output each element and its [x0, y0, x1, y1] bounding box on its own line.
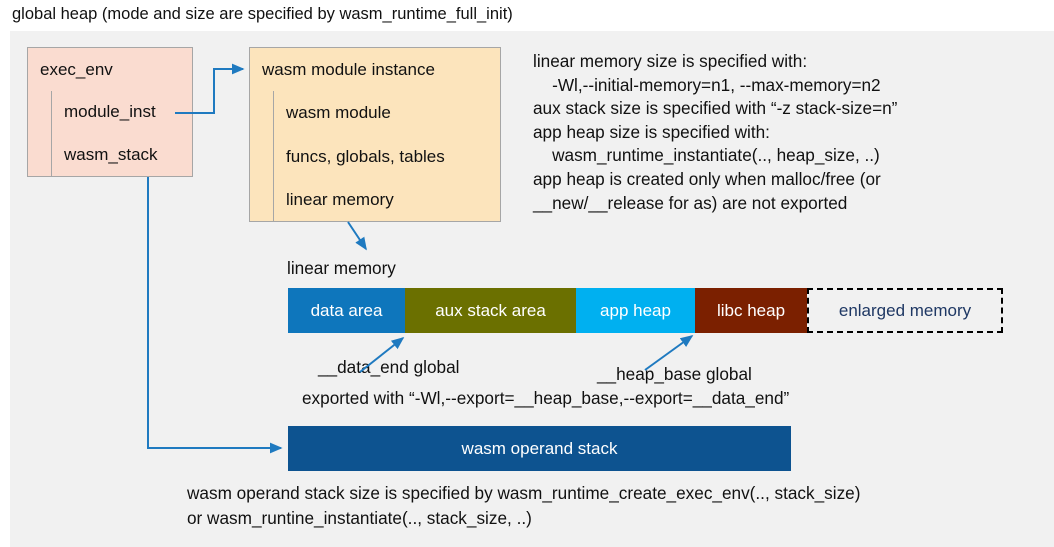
- module-instance-header-label: wasm module instance: [262, 59, 435, 79]
- linear-memory-bar-title: linear memory: [287, 258, 396, 278]
- memory-segment-enlarged-memory: enlarged memory: [807, 288, 1003, 333]
- wasm-operand-stack-label: wasm operand stack: [461, 438, 618, 458]
- linear-memory-cell-label: linear memory: [286, 190, 394, 209]
- page-title: global heap (mode and size are specified…: [12, 5, 513, 23]
- module-instance-indent-column: [249, 91, 274, 222]
- wasm-stack-label: wasm_stack: [64, 144, 158, 164]
- funcs-globals-tables-label: funcs, globals, tables: [286, 147, 445, 166]
- module-inst-label: module_inst: [64, 102, 156, 121]
- operand-stack-notes: wasm operand stack size is specified by …: [187, 483, 861, 528]
- memory-segment-app-heap: app heap: [576, 288, 695, 333]
- module-instance-header-box: wasm module instance: [249, 47, 501, 92]
- memory-segment-libc-heap: libc heap: [695, 288, 807, 333]
- heap-base-global-label: __heap_base global: [597, 364, 752, 384]
- module-instance-row-wasm-module: wasm module: [273, 91, 501, 136]
- module-instance-row-linear-memory: linear memory: [273, 179, 501, 222]
- exec-env-row-wasm-stack: wasm_stack: [51, 133, 193, 177]
- data-end-global-label: __data_end global: [318, 357, 460, 377]
- exec-env-indent-column: [27, 91, 52, 177]
- memory-segment-data-area: data area: [288, 288, 405, 333]
- wasm-operand-stack-bar: wasm operand stack: [288, 426, 791, 471]
- wasm-module-label: wasm module: [286, 103, 391, 122]
- exec-env-header-box: exec_env: [27, 47, 193, 92]
- memory-sizing-notes: linear memory size is specified with: -W…: [533, 51, 898, 213]
- module-instance-row-funcs-globals-tables: funcs, globals, tables: [273, 135, 501, 180]
- exec-env-header-label: exec_env: [40, 59, 113, 79]
- memory-segment-aux-stack-area: aux stack area: [405, 288, 576, 333]
- exported-with-label: exported with “-Wl,--export=__heap_base,…: [302, 388, 790, 408]
- exec-env-row-module-inst: module_inst: [51, 91, 193, 134]
